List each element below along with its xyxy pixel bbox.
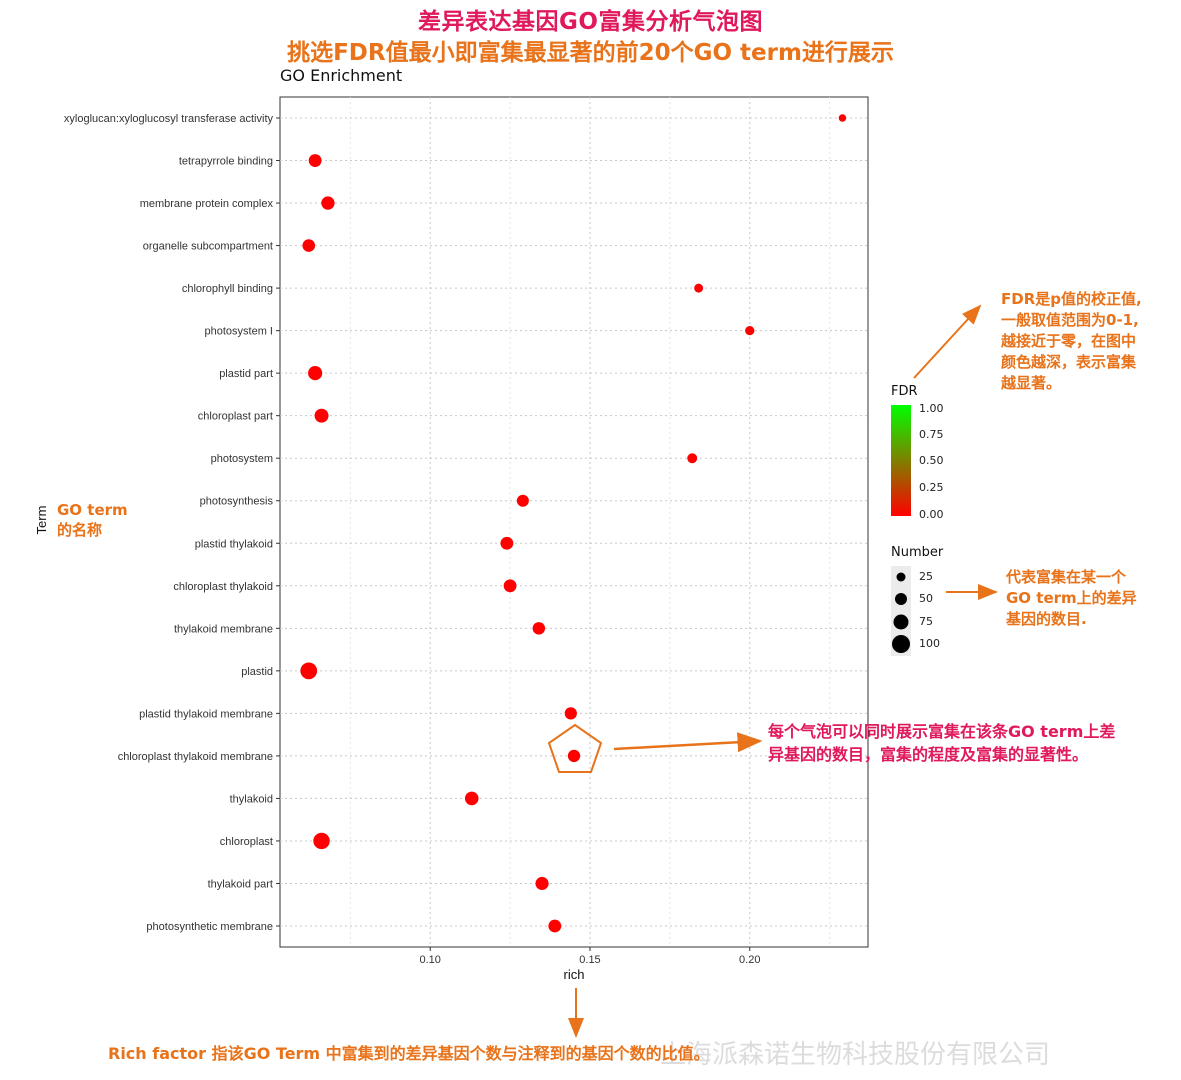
y-tick-label: photosynthesis bbox=[200, 496, 274, 508]
bubble-point bbox=[308, 366, 323, 381]
y-axis-label: Term bbox=[34, 506, 49, 535]
fdr-note-arrow bbox=[913, 304, 982, 379]
bubble-note-arrow bbox=[613, 732, 763, 753]
legend-number-key-bg bbox=[891, 566, 911, 656]
y-tick-label: thylakoid part bbox=[208, 878, 273, 890]
bubble-point bbox=[500, 536, 514, 550]
legend-fdr-tick: 0.50 bbox=[919, 454, 944, 467]
y-tick-label: organelle subcompartment bbox=[143, 241, 273, 253]
legend-number-label: 75 bbox=[919, 615, 933, 628]
bubble-note: 每个气泡可以同时展示富集在该条GO term上差 异基因的数目，富集的程度及富集… bbox=[768, 720, 1115, 766]
bubble-point bbox=[516, 494, 529, 507]
bubble-point bbox=[321, 196, 335, 210]
bubble-point bbox=[532, 622, 546, 635]
bubble-point bbox=[687, 453, 698, 464]
plot-panel bbox=[279, 96, 869, 948]
legend-number-label: 100 bbox=[919, 637, 940, 650]
bubble-note-line: 异基因的数目，富集的程度及富集的显著性。 bbox=[768, 745, 1089, 764]
bubble-point bbox=[548, 919, 562, 933]
fdr-note: FDR是p值的校正值, 一般取值范围为0-1, 越接近于零，在图中 颜色越深，表… bbox=[1001, 289, 1142, 394]
legend-number-label: 50 bbox=[919, 592, 933, 605]
bubble-point bbox=[308, 154, 322, 167]
legend-fdr-tick: 1.00 bbox=[919, 402, 944, 415]
x-axis: 0.10 0.15 0.20 bbox=[419, 947, 760, 966]
y-tick-label: chloroplast part bbox=[198, 411, 273, 423]
y-tick-label: plastid bbox=[241, 666, 273, 678]
fdr-note-line: 越接近于零，在图中 bbox=[1001, 332, 1137, 350]
y-tick-label: plastid part bbox=[219, 368, 273, 380]
bubble-point bbox=[838, 114, 847, 122]
y-tick-label: xyloglucan:xyloglucosyl transferase acti… bbox=[64, 113, 274, 125]
bubble-point bbox=[564, 707, 577, 720]
legend-number-keys bbox=[892, 572, 910, 653]
legend-number-label: 25 bbox=[919, 570, 933, 583]
x-tick-label: 0.20 bbox=[739, 954, 760, 966]
number-note-line: 代表富集在某一个 bbox=[1006, 568, 1127, 586]
bubble-point bbox=[300, 662, 318, 680]
y-tick-label: thylakoid bbox=[230, 793, 273, 805]
x-tick-label: 0.15 bbox=[579, 954, 600, 966]
y-tick-label: photosystem I bbox=[205, 326, 273, 338]
fdr-note-line: 颜色越深，表示富集 bbox=[1001, 353, 1137, 371]
bubble-point bbox=[567, 749, 581, 763]
highlight-pentagon bbox=[547, 723, 603, 773]
legend-fdr-title: FDR bbox=[891, 384, 918, 399]
bubble-point bbox=[302, 239, 316, 252]
legend-number-dot bbox=[893, 614, 909, 630]
legend-fdr-tick: 0.75 bbox=[919, 428, 944, 441]
legend-number-title: Number bbox=[891, 545, 944, 560]
chart-title: GO Enrichment bbox=[280, 66, 403, 85]
y-tick-label: membrane protein complex bbox=[140, 198, 274, 210]
x-tick-label: 0.10 bbox=[419, 954, 440, 966]
number-note-line: GO term上的差异 bbox=[1006, 589, 1137, 607]
grid-lines bbox=[280, 97, 868, 947]
legend-number-dot bbox=[895, 593, 907, 605]
header-title: 差异表达基因GO富集分析气泡图 bbox=[418, 9, 763, 35]
legend-number-dot bbox=[892, 635, 910, 653]
y-tick-label: plastid thylakoid membrane bbox=[139, 708, 273, 720]
y-tick-label: plastid thylakoid bbox=[195, 538, 273, 550]
y-tick-label: tetrapyrrole binding bbox=[179, 156, 273, 168]
y-tick-label: chlorophyll binding bbox=[182, 283, 273, 295]
legend-fdr-colorbar bbox=[891, 405, 911, 516]
fdr-note-line: 一般取值范围为0-1, bbox=[1001, 311, 1139, 329]
bubble-note-line: 每个气泡可以同时展示富集在该条GO term上差 bbox=[768, 722, 1116, 741]
y-tick-label: chloroplast thylakoid bbox=[173, 581, 273, 593]
number-note: 代表富集在某一个 GO term上的差异 基因的数目. bbox=[1006, 567, 1137, 630]
y-axis: xyloglucan:xyloglucosyl transferase acti… bbox=[64, 113, 280, 933]
rich-factor-note: Rich factor 指该GO Term 中富集到的差异基因个数与注释到的基因… bbox=[108, 1044, 710, 1063]
y-tick-label: photosystem bbox=[211, 453, 273, 465]
y-tick-label: chloroplast thylakoid membrane bbox=[118, 751, 273, 763]
fdr-note-line: 越显著。 bbox=[1001, 374, 1062, 392]
bubble-point bbox=[314, 408, 329, 423]
bubble-point bbox=[313, 832, 330, 850]
bubbles bbox=[300, 114, 847, 933]
bubble-point bbox=[745, 325, 755, 336]
fdr-note-line: FDR是p值的校正值, bbox=[1001, 290, 1142, 308]
watermark: 上海派森诺生物科技股份有限公司 bbox=[660, 1040, 1051, 1070]
bubble-point bbox=[503, 579, 517, 593]
bubble-point bbox=[464, 791, 479, 806]
legend-fdr-tick: 0.00 bbox=[919, 508, 944, 521]
legend-fdr-tick: 0.25 bbox=[919, 481, 944, 494]
term-note-line: 的名称 bbox=[57, 521, 103, 539]
term-note: GO term 的名称 bbox=[57, 500, 128, 540]
number-note-line: 基因的数目. bbox=[1006, 610, 1087, 628]
term-note-line: GO term bbox=[57, 501, 128, 519]
y-tick-label: thylakoid membrane bbox=[174, 623, 273, 635]
y-tick-label: photosynthetic membrane bbox=[146, 921, 273, 933]
header-subtitle: 挑选FDR值最小即富集最显著的前20个GO term进行展示 bbox=[287, 40, 894, 66]
legend-number-dot bbox=[896, 572, 906, 582]
x-axis-label: rich bbox=[564, 967, 585, 982]
y-tick-label: chloroplast bbox=[220, 836, 273, 848]
bubble-point bbox=[694, 283, 704, 293]
bubble-point bbox=[535, 876, 549, 891]
